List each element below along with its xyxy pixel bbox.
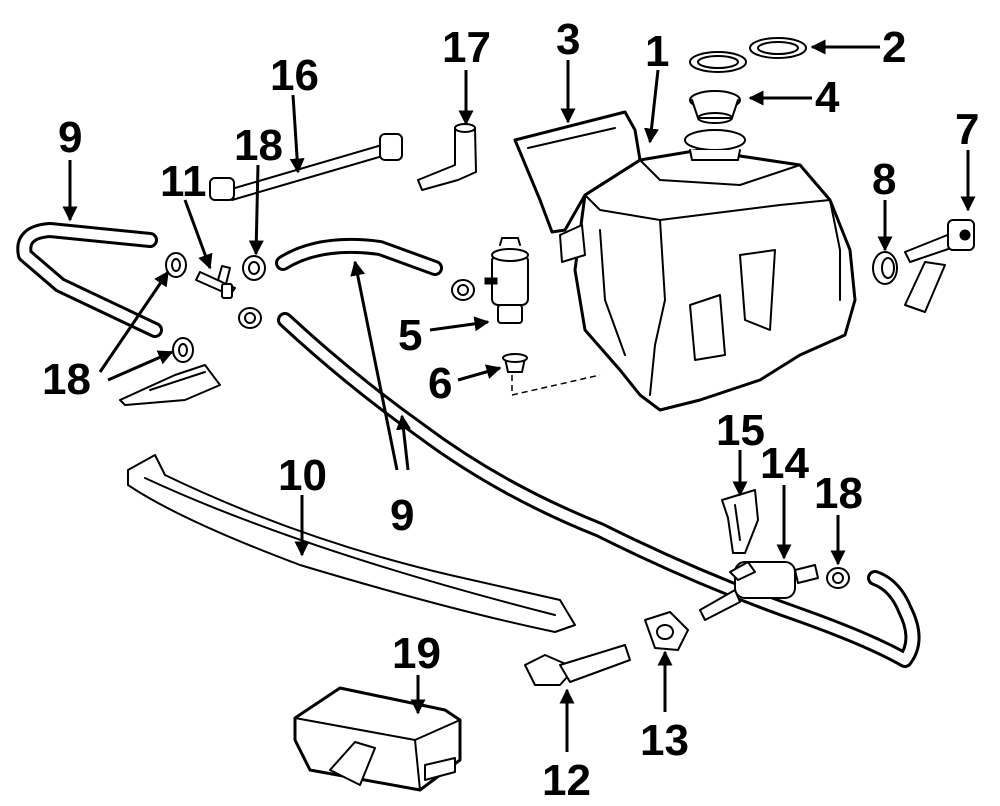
sensor-grommet[interactable]	[872, 251, 898, 285]
washer-reservoir-tank[interactable]	[559, 129, 857, 412]
hose-nozzle-connector[interactable]	[119, 364, 221, 406]
leader-lines	[62, 39, 976, 752]
callout-6: 6	[428, 359, 452, 408]
callout-12: 12	[542, 756, 591, 805]
callout-labels: 1 2 3 4 5 6 7 8 9 9 10 11 12 13 14 15 16…	[42, 15, 979, 805]
callout-2: 2	[882, 23, 906, 72]
connecting-tube[interactable]	[209, 133, 403, 201]
filler-neck-cap[interactable]	[689, 90, 741, 124]
filler-gasket-rings[interactable]	[689, 37, 807, 73]
callout-9b: 9	[390, 491, 414, 540]
hose-retainer-strip[interactable]	[127, 454, 576, 633]
washer-jet-nozzle[interactable]	[524, 644, 631, 686]
pump-grommet[interactable]	[502, 353, 528, 373]
hose-clamp-e[interactable]	[451, 279, 475, 301]
callout-18b: 18	[234, 121, 283, 170]
washer-hose-left[interactable]	[16, 222, 163, 338]
splash-shield-panel[interactable]	[513, 110, 642, 234]
callout-18a: 18	[42, 355, 91, 404]
callout-11: 11	[160, 157, 207, 206]
hose-clamp-d[interactable]	[238, 307, 262, 329]
callout-13: 13	[640, 716, 689, 765]
hose-clamp-c[interactable]	[242, 255, 266, 281]
callout-4: 4	[815, 73, 840, 122]
washer-pump[interactable]	[484, 237, 529, 324]
hose-clamp-f[interactable]	[826, 567, 850, 589]
callout-9a: 9	[58, 113, 82, 162]
headlamp-washer-valve[interactable]	[699, 561, 819, 621]
callout-15: 15	[716, 406, 765, 455]
jet-seal-ring[interactable]	[644, 611, 689, 651]
fluid-level-sensor[interactable]	[904, 219, 975, 313]
callout-16: 16	[270, 51, 319, 100]
callout-8: 8	[872, 155, 896, 204]
callout-18c: 18	[814, 469, 863, 518]
callout-5: 5	[398, 311, 422, 360]
mounting-bracket[interactable]	[721, 489, 759, 554]
hose-clamp-a[interactable]	[165, 252, 187, 278]
hose-tee-connector[interactable]	[195, 265, 236, 299]
washer-hose-upper[interactable]	[275, 237, 443, 276]
callout-7: 7	[955, 105, 979, 154]
callout-17: 17	[442, 23, 491, 72]
callout-14: 14	[760, 439, 809, 488]
washer-control-module[interactable]	[293, 686, 462, 792]
pump-mount-guide-line	[511, 374, 601, 396]
callout-19: 19	[392, 629, 441, 678]
callout-1: 1	[645, 27, 669, 76]
elbow-connector[interactable]	[417, 123, 477, 191]
hose-clamp-b[interactable]	[172, 337, 194, 363]
callout-10: 10	[278, 451, 327, 500]
callout-3: 3	[556, 15, 580, 64]
